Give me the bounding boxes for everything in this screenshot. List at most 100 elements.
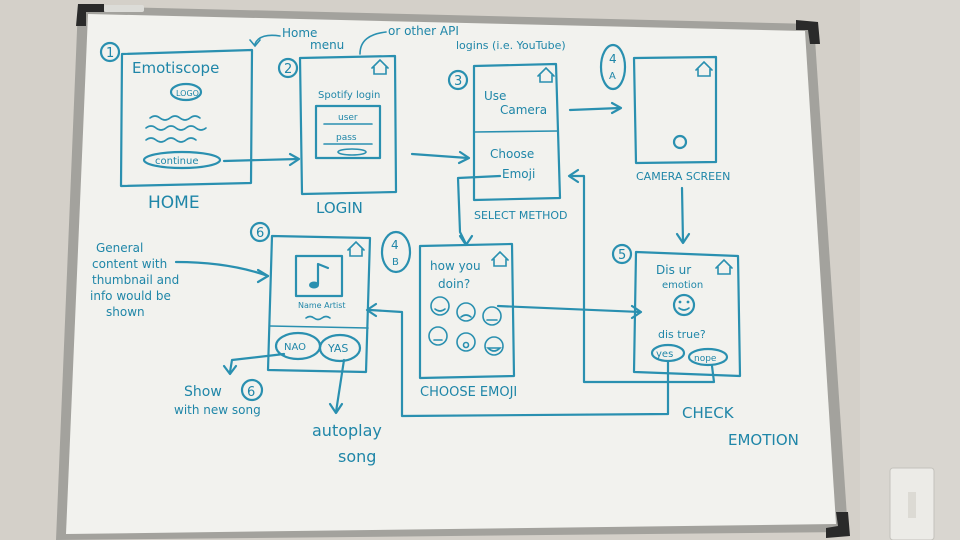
login-form-box [314,104,382,160]
check-question: dis true? [658,328,706,341]
check-no-text: nope [694,354,717,364]
song-home-icon [347,240,365,257]
song-thumbnail [294,254,344,298]
board-brand-label [104,5,144,12]
emoji-home-icon [491,250,509,267]
home-menu-note-line2: menu [310,38,344,52]
login-caption: LOGIN [316,199,363,217]
screen-song: 6 Name Artist NAO YAS [249,221,372,374]
select-option2-line2: Emoji [502,167,535,181]
emoji-laughing-icon [484,336,504,356]
home-continue-button [142,150,222,170]
song-yes-button [318,333,362,363]
general-note-line2: content with [92,257,167,271]
check-frame [632,250,742,378]
general-note-line5: shown [106,305,145,319]
home-continue-text: continue [155,156,198,167]
arrow-nope-to-select [570,174,716,384]
general-note-line3: thumbnail and [92,273,179,287]
login-home-icon [371,58,389,75]
select-frame [472,62,562,202]
check-yes-text: yes [656,349,673,360]
select-caption: SELECT METHOD [474,209,567,222]
emoji-grid [428,296,504,356]
song-frame [266,234,372,374]
home-logo-text: LOGO [176,89,199,98]
song-track-scribble [305,315,331,321]
emoji-title-line1: how you [430,259,481,273]
arrow-camera-to-check [680,186,685,244]
emoji-neutral-icon [428,326,448,346]
show6-number: 6 [247,385,255,400]
emoji-surprised-mouth [462,341,470,349]
check-home-icon [715,258,733,275]
emoji-sad-icon [456,302,476,322]
emoji-surprised-icon [456,332,476,352]
home-menu-note-arrowhead [249,39,261,48]
light-switch-toggle [908,492,916,518]
screen-home: 1 Emotiscope LOGO continue HOME [99,41,254,213]
select-option1-line2: Camera [500,103,547,117]
home-logo-oval [169,82,203,102]
screen-login: 2 Spotify login user pass LOGIN [277,54,398,217]
show6-number-circle [240,378,264,402]
check-face-eye-right [686,300,690,304]
emoji-laughing-mouth [486,347,502,352]
show6-line1: Show [184,384,222,400]
emoji-title-line2: doin? [438,277,470,291]
arrow-yas-to-autoplay [334,358,346,414]
check-face-icon [672,293,696,317]
emoji-angry-icon [482,306,502,326]
song-divider [269,325,369,329]
select-number: 3 [454,74,462,89]
arrow-home-to-login-head [288,152,301,167]
song-number-circle [249,221,271,243]
wall-right [860,0,960,540]
check-number: 5 [618,248,626,263]
select-number-circle [447,69,469,91]
check-face-eye-left [678,300,682,304]
camera-caption: CAMERA SCREEN [636,170,730,183]
screen-select-method: 3 Use Camera Choose Emoji SELECT METHOD [447,62,567,222]
general-content-note: General content with thumbnail and info … [90,241,270,319]
corner-cap-top-left [76,4,104,26]
login-api-note-arrow [359,31,387,55]
song-no-text: NAO [284,342,306,353]
arrow-nope-to-select-head [567,168,580,184]
home-menu-note-arrow [254,34,281,45]
home-frame [119,48,254,188]
show6-line2: with new song [174,403,261,417]
emoji-frame [418,242,516,380]
login-api-note-line2: logins (i.e. YouTube) [456,39,566,52]
home-scribble-1 [149,115,201,121]
login-frame [298,54,398,196]
select-home-icon [537,66,555,83]
general-note-line4: info would be [90,289,171,303]
screen-choose-emoji: 4 B how you doin? CHOOSE EMOJI [380,230,517,400]
login-title: Spotify login [318,90,380,101]
arrow-select-to-camera-head [610,101,623,115]
song-track-label: Name Artist [298,301,346,310]
home-scribble-3 [145,137,197,143]
login-number-circle [277,57,299,79]
song-music-note-icon [309,281,319,289]
autoplay-line2: song [338,447,376,466]
camera-number-bottom: A [609,71,616,82]
check-face-mouth [678,307,690,311]
emoji-number-bottom: B [392,257,399,268]
login-number: 2 [284,62,292,77]
autoplay-line1: autoplay [312,421,382,440]
arrow-select-to-camera [568,106,622,112]
login-api-note-line1: or other API [388,24,459,38]
emoji-caption: CHOOSE EMOJI [420,385,517,400]
emoji-happy-mouth [434,308,446,312]
corner-cap-top-right [796,20,820,44]
select-option2-line1: Choose [490,147,534,161]
login-submit-button [337,148,367,156]
check-caption-line1: CHECK [682,404,735,422]
song-yes-text: YAS [327,342,348,355]
general-note-arrow [174,260,270,278]
song-number: 6 [256,226,264,241]
emoji-sad-mouth [460,314,472,318]
